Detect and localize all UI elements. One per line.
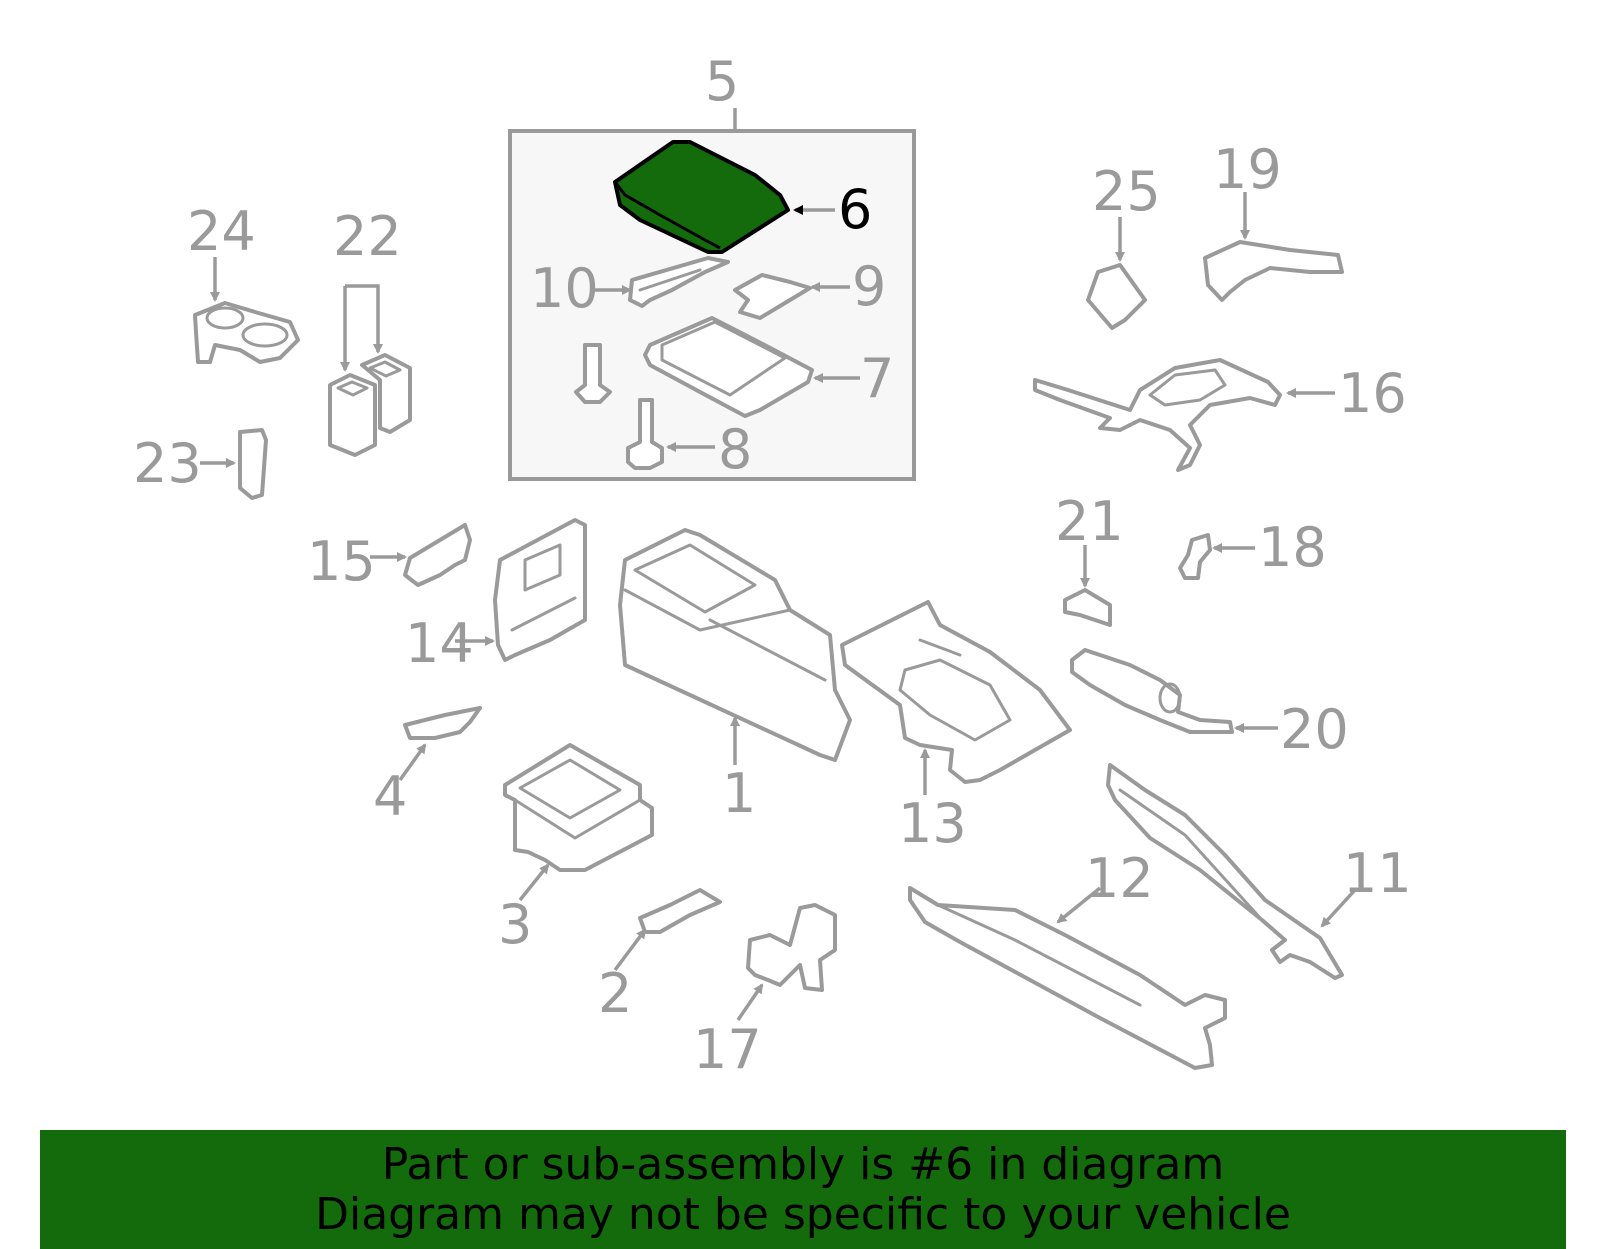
part-6-armrest-lid[interactable] [613, 140, 790, 254]
callout-23[interactable]: 23 [133, 432, 202, 495]
callout-8[interactable]: 8 [718, 418, 752, 481]
part-9-clip[interactable] [733, 273, 812, 320]
part-15-bracket[interactable] [403, 523, 472, 587]
part-13-shifter-bezel[interactable] [840, 600, 1072, 784]
part-10-bracket[interactable] [628, 256, 730, 308]
part-3-storage-bin[interactable] [503, 743, 654, 872]
callout-25[interactable]: 25 [1092, 160, 1161, 223]
callout-13[interactable]: 13 [898, 792, 967, 855]
part-2-bracket[interactable] [638, 888, 722, 934]
part-25-cover[interactable] [1086, 263, 1147, 330]
callout-22[interactable]: 22 [333, 205, 402, 268]
part-4-trim-clip[interactable] [403, 706, 482, 740]
part-17-bracket[interactable] [746, 903, 837, 992]
callout-2[interactable]: 2 [598, 962, 632, 1025]
callout-1[interactable]: 1 [722, 762, 756, 825]
callout-18[interactable]: 18 [1258, 516, 1327, 579]
part-24-cup-holder[interactable] [193, 301, 300, 364]
part-19-handle[interactable] [1203, 240, 1344, 302]
parts-diagram: 5 6 10 9 7 8 24 [133, 50, 1412, 1081]
callout-3[interactable]: 3 [498, 893, 532, 956]
callout-12[interactable]: 12 [1085, 847, 1154, 910]
callout-10[interactable]: 10 [530, 257, 599, 320]
part-8-bolt[interactable] [626, 398, 664, 470]
part-11-side-trim[interactable] [1106, 763, 1344, 980]
part-7-storage-tray[interactable] [643, 316, 814, 418]
callout-21[interactable]: 21 [1055, 490, 1124, 553]
callout-14[interactable]: 14 [405, 612, 474, 675]
callout-19[interactable]: 19 [1213, 138, 1282, 201]
part-12-side-trim[interactable] [908, 886, 1227, 1070]
part-21-clip[interactable] [1063, 588, 1112, 627]
callout-11[interactable]: 11 [1343, 842, 1412, 905]
callout-17[interactable]: 17 [693, 1018, 762, 1081]
callout-9[interactable]: 9 [852, 255, 886, 318]
screw [574, 343, 612, 404]
callout-5[interactable]: 5 [705, 50, 739, 113]
callout-4[interactable]: 4 [373, 765, 407, 828]
part-18-clip[interactable] [1178, 533, 1212, 580]
part-1-center-console[interactable] [618, 528, 852, 762]
callout-7[interactable]: 7 [860, 347, 894, 410]
part-16-shifter[interactable] [1033, 358, 1282, 472]
banner-line-1: Part or sub-assembly is #6 in diagram [381, 1139, 1225, 1190]
callout-24[interactable]: 24 [187, 200, 256, 263]
callout-15[interactable]: 15 [307, 530, 376, 593]
part-14-side-panel[interactable] [493, 518, 587, 662]
callout-16[interactable]: 16 [1338, 362, 1407, 425]
info-banner: Part or sub-assembly is #6 in diagram Di… [40, 1130, 1566, 1249]
banner-line-2: Diagram may not be specific to your vehi… [315, 1189, 1291, 1240]
part-20-trim[interactable] [1070, 648, 1234, 734]
part-22-usb-port[interactable] [328, 353, 412, 457]
part-23-clip[interactable] [238, 428, 268, 500]
callout-6[interactable]: 6 [838, 178, 872, 241]
callout-20[interactable]: 20 [1280, 698, 1349, 761]
